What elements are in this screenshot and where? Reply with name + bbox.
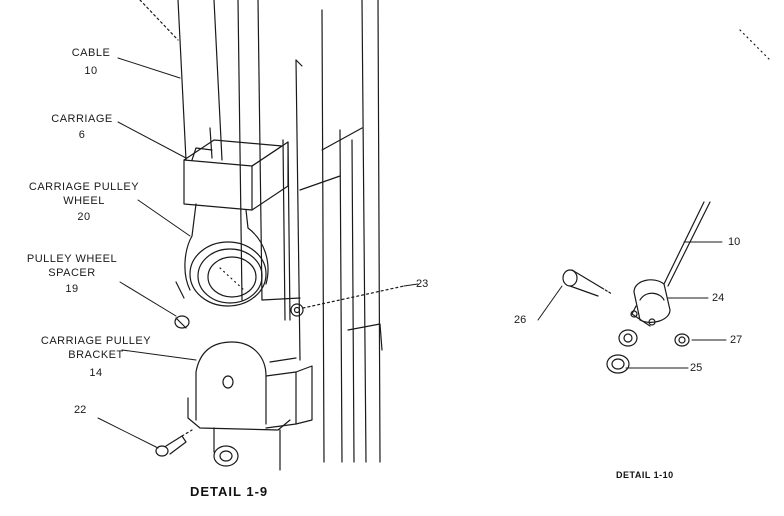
carriage-pulley-wheel-line2: WHEEL [63, 195, 105, 207]
screw-drawing [155, 429, 193, 457]
pulley-wheel-spacer-line1: PULLEY WHEEL [26, 253, 118, 265]
cable-drawing [139, 0, 223, 161]
label-part-26: 26 [514, 314, 527, 326]
cable-number: 10 [84, 65, 98, 77]
dotted-mark [739, 29, 771, 61]
label-carriage-pulley-wheel: CARRIAGE PULLEY WHEEL 20 [26, 180, 142, 224]
carriage-pulley-wheel-number: 20 [77, 211, 91, 223]
pulley-wheel-drawing [175, 203, 269, 307]
carriage-number: 6 [78, 129, 86, 141]
carriage-name: CARRIAGE [51, 113, 113, 125]
label-cable: CABLE 10 [64, 46, 118, 78]
clamp-drawing [630, 279, 671, 327]
pulley-wheel-spacer-line2: SPACER [48, 267, 96, 279]
pulley-bracket-drawing [187, 323, 383, 471]
carriage-pulley-wheel-line1: CARRIAGE PULLEY [28, 181, 140, 193]
label-pulley-wheel-spacer: PULLEY WHEEL SPACER 19 [22, 252, 122, 296]
cable-name: CABLE [71, 47, 111, 59]
label-part-23: 23 [416, 278, 429, 290]
caption-detail-1-10: DETAIL 1-10 [616, 470, 674, 480]
label-part-22: 22 [74, 404, 87, 416]
bolt-drawing [562, 269, 613, 297]
pulley-wheel-spacer-number: 19 [65, 283, 79, 295]
pulley-wheel-spacer-drawing [174, 315, 190, 329]
label-carriage-pulley-bracket: CARRIAGE PULLEY BRACKET 14 [38, 334, 154, 380]
washer-drawing [618, 329, 638, 347]
carriage-pulley-bracket-line2: BRACKET [68, 349, 124, 361]
label-part-10: 10 [728, 236, 741, 248]
frame-column [237, 0, 381, 463]
right-cable-drawing [663, 201, 711, 287]
carriage-pulley-bracket-line1: CARRIAGE PULLEY [40, 335, 152, 347]
leader-lines-left [97, 57, 419, 449]
label-part-24: 24 [712, 292, 725, 304]
right-nut-drawing [674, 333, 690, 347]
leader-lines-right [537, 241, 727, 369]
nut-drawing [290, 285, 405, 317]
lock-washer-drawing [606, 354, 630, 374]
label-carriage: CARRIAGE 6 [44, 112, 120, 142]
carriage-drawing [183, 127, 289, 211]
label-part-25: 25 [690, 362, 703, 374]
carriage-pulley-bracket-number: 14 [89, 367, 103, 379]
caption-detail-1-9: DETAIL 1-9 [190, 484, 269, 499]
label-part-27: 27 [730, 334, 743, 346]
